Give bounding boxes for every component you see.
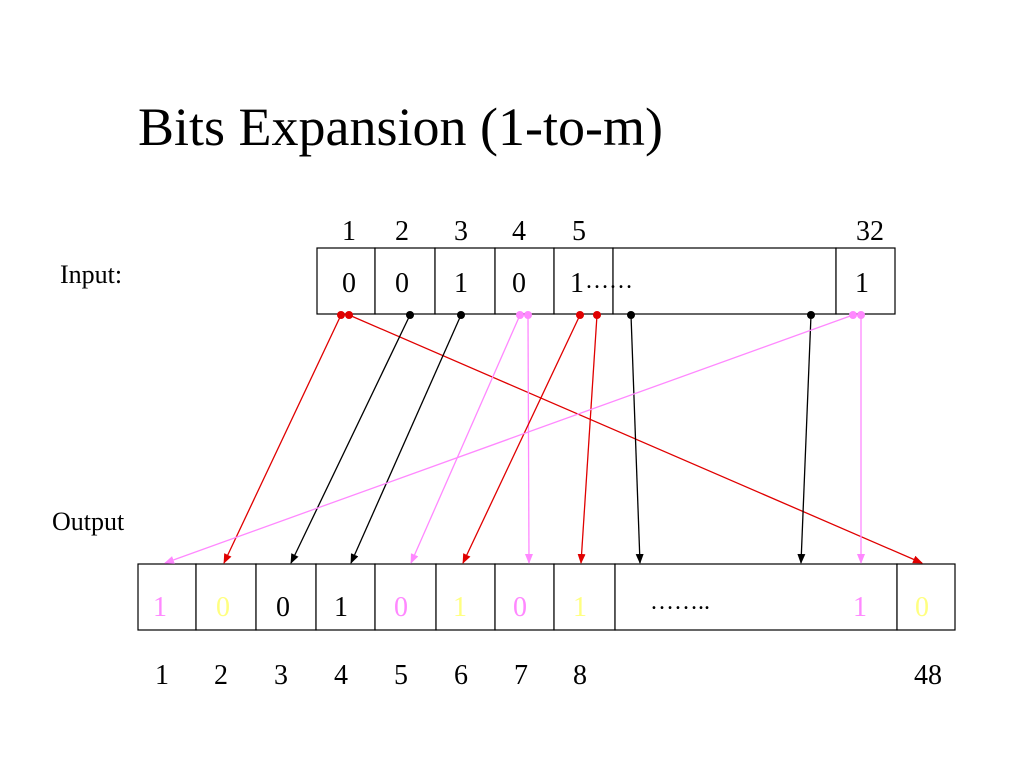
- output-index-6: 6: [454, 660, 468, 691]
- input-bit-2: 0: [395, 268, 409, 299]
- input-bit-3: 1: [454, 268, 468, 299]
- input-index-3: 3: [454, 216, 468, 247]
- source-dot-32: [849, 311, 857, 319]
- output-bit-47: 1: [853, 592, 867, 623]
- output-register: [137, 563, 956, 631]
- source-dot-32: [857, 311, 865, 319]
- mapping-arrows: [164, 314, 923, 564]
- source-dots: [337, 311, 865, 319]
- input-cell-1: [316, 247, 376, 315]
- output-index-48: 48: [914, 660, 942, 691]
- output-ellipsis: ……..: [650, 589, 710, 615]
- source-dot-5: [593, 311, 601, 319]
- input-bit-1: 0: [342, 268, 356, 299]
- output-label: Output: [52, 507, 125, 536]
- output-cell-wide: [614, 563, 898, 631]
- source-dot-5: [576, 311, 584, 319]
- arrow-2-3: [290, 314, 411, 564]
- source-dot-3: [457, 311, 465, 319]
- input-index-5: 5: [572, 216, 586, 247]
- arrow-3-4: [350, 314, 462, 564]
- input-cell-3: [434, 247, 496, 315]
- arrow-32-1: [164, 314, 854, 564]
- input-index-labels: 1 2 3 4 5 32: [342, 216, 884, 247]
- output-cell-48: [896, 563, 956, 631]
- output-index-3: 3: [274, 660, 288, 691]
- source-dot-1: [337, 311, 345, 319]
- input-bit-4: 0: [512, 268, 526, 299]
- output-bits: 1 0 0 1 0 1 0 1 1 0: [153, 592, 929, 623]
- output-bit-4: 1: [334, 592, 348, 623]
- arrow-5-8: [577, 314, 598, 564]
- input-index-32: 32: [856, 216, 884, 247]
- output-bit-2: 0: [216, 592, 230, 623]
- output-cell-7: [494, 563, 555, 631]
- output-cell-5: [374, 563, 437, 631]
- source-dot-4: [516, 311, 524, 319]
- input-bits: 0 0 1 0 1 1: [342, 268, 869, 299]
- input-register: [316, 247, 896, 315]
- arrow-5-6: [462, 314, 581, 564]
- output-index-7: 7: [514, 660, 528, 691]
- output-bit-1: 1: [153, 592, 167, 623]
- output-bit-8: 1: [573, 592, 587, 623]
- input-label: Input:: [60, 260, 122, 289]
- input-bit-5: 1: [570, 268, 584, 299]
- output-cell-3: [255, 563, 317, 631]
- source-dot-4: [524, 311, 532, 319]
- arrow-31-46: [797, 314, 812, 564]
- input-cell-wide: [612, 247, 837, 315]
- arrow-4-7: [524, 314, 533, 564]
- output-cell-8: [553, 563, 616, 631]
- source-dot-1: [345, 311, 353, 319]
- source-dot-6: [627, 311, 635, 319]
- input-cell-2: [374, 247, 436, 315]
- output-index-labels: 1 2 3 4 5 6 7 8 48: [155, 660, 942, 691]
- slide-title: Bits Expansion (1-to-m): [138, 97, 663, 157]
- input-index-2: 2: [395, 216, 409, 247]
- output-index-1: 1: [155, 660, 169, 691]
- input-cell-32: [835, 247, 896, 315]
- input-index-1: 1: [342, 216, 356, 247]
- output-bit-7: 0: [513, 592, 527, 623]
- source-dot-31: [807, 311, 815, 319]
- output-index-8: 8: [573, 660, 587, 691]
- input-bit-32: 1: [855, 268, 869, 299]
- output-cell-4: [315, 563, 376, 631]
- output-index-5: 5: [394, 660, 408, 691]
- output-index-2: 2: [214, 660, 228, 691]
- arrow-4-5: [410, 314, 521, 564]
- output-cell-1: [137, 563, 197, 631]
- output-bit-6: 1: [453, 592, 467, 623]
- output-bit-3: 0: [276, 592, 290, 623]
- input-ellipsis: ……: [585, 268, 633, 294]
- source-dot-2: [406, 311, 414, 319]
- arrow-1-2: [223, 314, 342, 564]
- input-index-4: 4: [512, 216, 526, 247]
- arrow-6-9: [630, 314, 644, 564]
- output-bit-5: 0: [394, 592, 408, 623]
- output-bit-48: 0: [915, 592, 929, 623]
- output-index-4: 4: [334, 660, 348, 691]
